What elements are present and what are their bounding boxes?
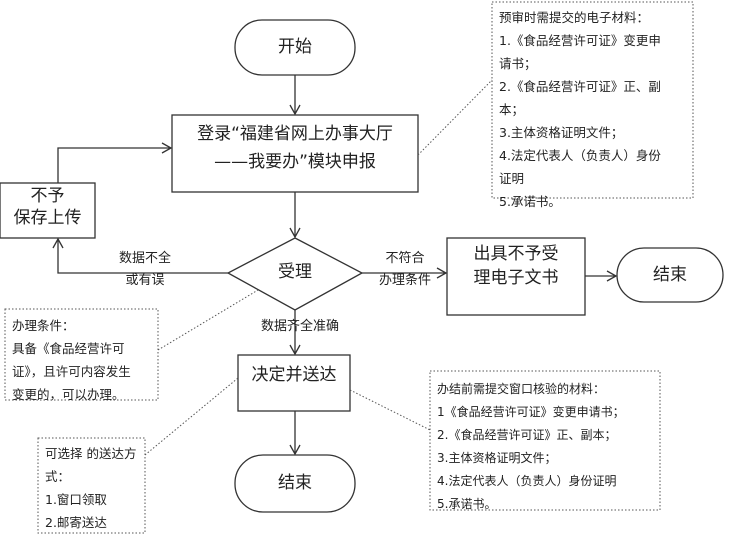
note-line: 3.主体资格证明文件； bbox=[499, 125, 624, 140]
note-line: 变更的，可以办理。 bbox=[12, 387, 125, 402]
note-line: 请书； bbox=[499, 56, 537, 71]
note-line: 3.主体资格证明文件； bbox=[437, 451, 557, 465]
accept-label: 受理 bbox=[278, 262, 312, 282]
arrow-reject-login bbox=[57, 142, 173, 183]
note-line: 办理条件： bbox=[12, 318, 75, 333]
reject-save-box bbox=[0, 182, 96, 239]
login-label-2: ——我要办”模块申报 bbox=[214, 152, 376, 172]
note-conditions: 办理条件： 具备《食品经营许可 证》，且许可内容发生 变更的，可以办理。 bbox=[5, 310, 160, 410]
start-label: 开始 bbox=[278, 37, 312, 57]
note-line: 5.承诺书。 bbox=[499, 194, 561, 209]
note-box-pre-review bbox=[491, 1, 694, 199]
edge-label-not-qualified-2: 办理条件 bbox=[378, 273, 431, 288]
note-line: 可选择 的送达方 bbox=[45, 446, 137, 461]
note-line: 证明 bbox=[499, 171, 525, 186]
decide-label: 决定并送达 bbox=[251, 365, 337, 385]
edge-label-complete: 数据齐全准确 bbox=[260, 319, 339, 334]
end-label-1: 结束 bbox=[653, 265, 687, 285]
note-line: 1.窗口领取 bbox=[45, 492, 107, 507]
end-label-2: 结束 bbox=[278, 473, 312, 493]
issue-reject-label-1: 出具不予受 bbox=[473, 244, 559, 264]
issue-reject-label-2: 理电子文书 bbox=[473, 268, 559, 288]
note-line: 预审时需提交的电子材料： bbox=[499, 10, 650, 25]
note-line: 办结前需提交窗口核验的材料： bbox=[437, 382, 606, 396]
note-line: 式： bbox=[45, 469, 71, 484]
note-box-conditions bbox=[4, 308, 159, 401]
note-line: 4.法定代表人（负责人）身份证明 bbox=[437, 474, 617, 488]
note-line: 2.《食品经营许可证》正、副本； bbox=[437, 428, 617, 442]
note-window-check: 办结前需提交窗口核验的材料： 1《食品经营许可证》变更申请书； 2.《食品经营许… bbox=[430, 374, 662, 520]
note-box-delivery bbox=[37, 437, 146, 534]
note-line: 本； bbox=[499, 102, 525, 117]
login-label-1: 登录“福建省网上办事大厅 bbox=[197, 124, 393, 144]
note-line: 2.《食品经营许可证》正、副 bbox=[499, 79, 661, 94]
edge-label-incomplete-1: 数据不全 bbox=[118, 251, 171, 266]
reject-save-label-2: 保存上传 bbox=[13, 208, 82, 228]
note-line: 4.法定代表人（负责人）身份 bbox=[499, 148, 661, 163]
note-pre-review: 预审时需提交的电子材料： 1.《食品经营许可证》变更申 请书； 2.《食品经营许… bbox=[492, 2, 693, 217]
note-delivery: 可选择 的送达方 式： 1.窗口领取 2.邮寄送达 bbox=[38, 438, 148, 536]
note-line: 1.《食品经营许可证》变更申 bbox=[499, 33, 661, 48]
edge-label-not-qualified-1: 不符合 bbox=[385, 251, 425, 266]
note-line: 证》，且许可内容发生 bbox=[12, 364, 131, 379]
edge-label-incomplete-2: 或有误 bbox=[125, 273, 165, 288]
arrow-accept-reject bbox=[52, 237, 228, 274]
reject-save-label-1: 不予 bbox=[30, 186, 65, 206]
note-line: 1《食品经营许可证》变更申请书； bbox=[437, 405, 625, 419]
note-line: 2.邮寄送达 bbox=[45, 515, 107, 530]
note-box-window-check bbox=[429, 370, 661, 511]
note-line: 具备《食品经营许可 bbox=[12, 341, 125, 356]
note-line: 5.承诺书。 bbox=[437, 497, 497, 511]
